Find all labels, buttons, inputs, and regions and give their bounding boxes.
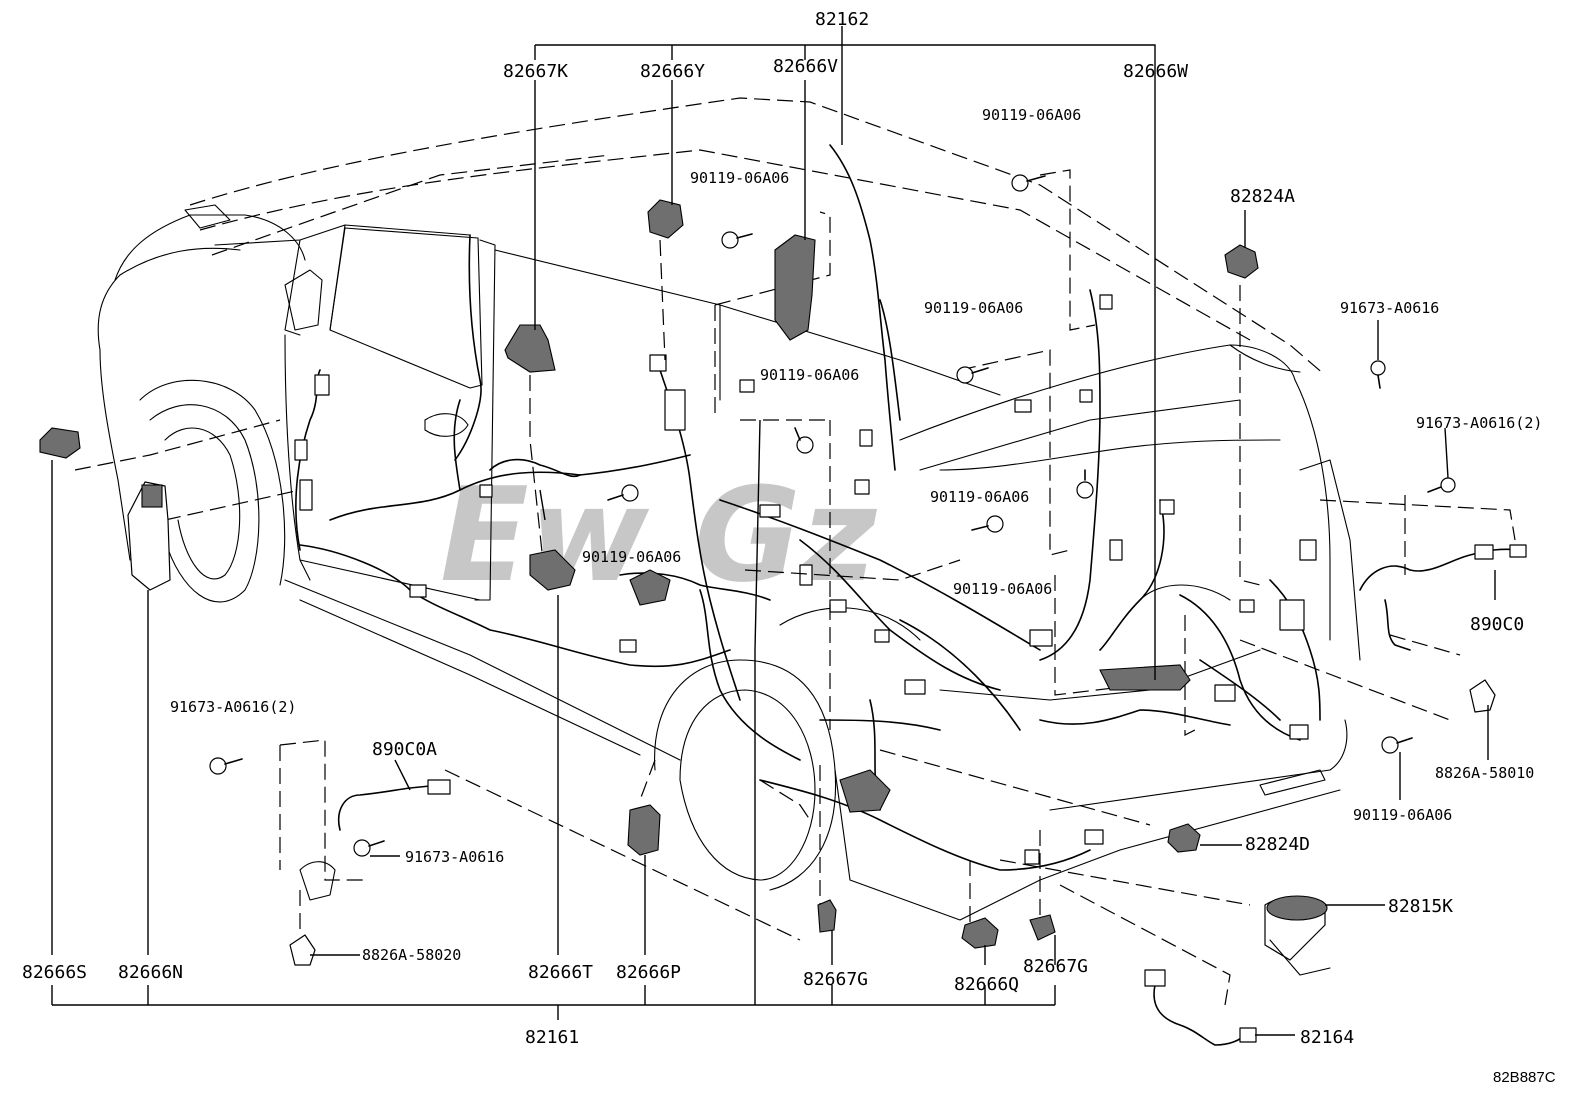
bracket-82667G-b [1029, 914, 1056, 941]
label-91673-A0616-2: 91673-A0616(2) [1416, 414, 1542, 432]
harness-82164 [1153, 984, 1246, 1046]
label-82161: 82161 [525, 1027, 579, 1048]
label-91673-A0616: 91673-A0616 [405, 848, 504, 866]
label-82667G: 82667G [803, 969, 868, 990]
label-82666P: 82666P [616, 962, 681, 983]
label-82164: 82164 [1300, 1027, 1354, 1048]
leader-lines [51, 26, 1496, 1036]
assembly-guide-lines [74, 169, 1516, 1006]
label-82667G: 82667G [1023, 956, 1088, 977]
label-82667K: 82667K [503, 61, 568, 82]
label-82666N: 82666N [118, 962, 183, 983]
label-890C0: 890C0 [1470, 614, 1524, 635]
relay-block-82666N [127, 481, 171, 591]
label-90119-06A06: 90119-06A06 [690, 169, 789, 187]
clip-82824A [1224, 244, 1259, 279]
connector-82666Y [647, 199, 684, 239]
clip-82824D [1167, 823, 1201, 853]
connector-82666S [39, 427, 81, 459]
label-91673-A0616: 91673-A0616 [1340, 299, 1439, 317]
label-90119-06A06: 90119-06A06 [1353, 806, 1452, 824]
label-82666Y: 82666Y [640, 61, 705, 82]
label-82666V: 82666V [773, 56, 838, 77]
label-90119-06A06: 90119-06A06 [953, 580, 1052, 598]
bracket-82666W [1099, 664, 1191, 691]
bracket-8826A-58020 [289, 934, 316, 966]
components [39, 174, 1527, 1046]
relay-82666P [627, 804, 661, 856]
bolt-icon [209, 174, 1456, 857]
sensor-890C0 [1384, 599, 1411, 651]
label-90119-06A06: 90119-06A06 [924, 299, 1023, 317]
label-8826A-58020: 8826A-58020 [362, 946, 461, 964]
label-82162: 82162 [815, 9, 869, 30]
label-82815K: 82815K [1388, 896, 1453, 917]
vehicle-body-outline [97, 97, 1361, 921]
label-82666W: 82666W [1123, 61, 1188, 82]
bracket-82667K [504, 324, 556, 373]
label-90119-06A06: 90119-06A06 [982, 106, 1081, 124]
part-labels: 82162 82667K 82666Y 82666V 82666W 90119-… [22, 9, 1556, 1086]
label-890C0A: 890C0A [372, 739, 437, 760]
bracket-82666V [774, 234, 816, 341]
label-8826A-58010: 8826A-58010 [1435, 764, 1534, 782]
label-82666S: 82666S [22, 962, 87, 983]
label-82666T: 82666T [528, 962, 593, 983]
label-90119-06A06: 90119-06A06 [582, 548, 681, 566]
label-91673-A0616-2: 91673-A0616(2) [170, 698, 296, 716]
diagram-code: 82B887C [1493, 1069, 1556, 1086]
bracket-82667G-a [817, 899, 837, 933]
label-90119-06A06: 90119-06A06 [760, 366, 859, 384]
connector-82666Q [961, 917, 999, 949]
label-82666Q: 82666Q [954, 974, 1019, 995]
bracket-8826A-58010 [1469, 679, 1496, 713]
sensor-890C0A [338, 784, 441, 831]
label-82824D: 82824D [1245, 834, 1310, 855]
label-90119-06A06: 90119-06A06 [930, 488, 1029, 506]
module-82666T [529, 549, 576, 591]
label-82824A: 82824A [1230, 186, 1295, 207]
